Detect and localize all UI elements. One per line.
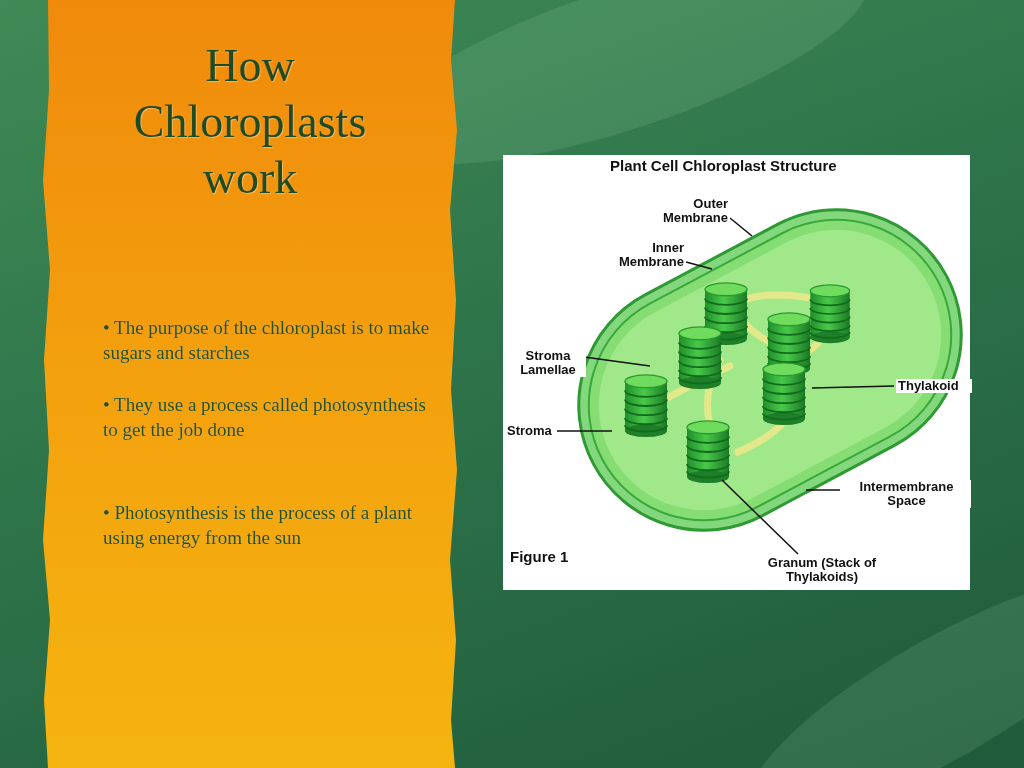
text-band: • The purpose of the chloroplast is to m… bbox=[45, 0, 455, 768]
part-label: Intermembrane Space bbox=[842, 480, 971, 508]
part-label: Thylakoid bbox=[896, 379, 972, 393]
bullet-text: • Photosynthesis is the process of a pla… bbox=[103, 500, 433, 550]
figure-number: Figure 1 bbox=[510, 548, 620, 566]
part-label: Outer Membrane bbox=[640, 197, 730, 225]
bullet-text: • They use a process called photosynthes… bbox=[103, 392, 433, 442]
stroma-shape bbox=[562, 193, 978, 547]
part-label: Stroma bbox=[505, 424, 557, 438]
part-label: Granum (Stack of Thylakoids) bbox=[740, 556, 904, 584]
outer-membrane-shape bbox=[535, 166, 1006, 575]
part-label: Stroma Lamellae bbox=[510, 349, 586, 377]
orange-band bbox=[43, 0, 457, 768]
figure-title: Plant Cell Chloroplast Structure bbox=[610, 157, 960, 175]
slide-title: How Chloroplasts work bbox=[105, 38, 395, 206]
bullet-text: • The purpose of the chloroplast is to m… bbox=[103, 315, 433, 365]
part-label: Inner Membrane bbox=[598, 241, 686, 269]
grana bbox=[625, 283, 850, 483]
chloroplast-illustration bbox=[535, 166, 1006, 575]
inner-membrane-shape bbox=[548, 179, 991, 560]
